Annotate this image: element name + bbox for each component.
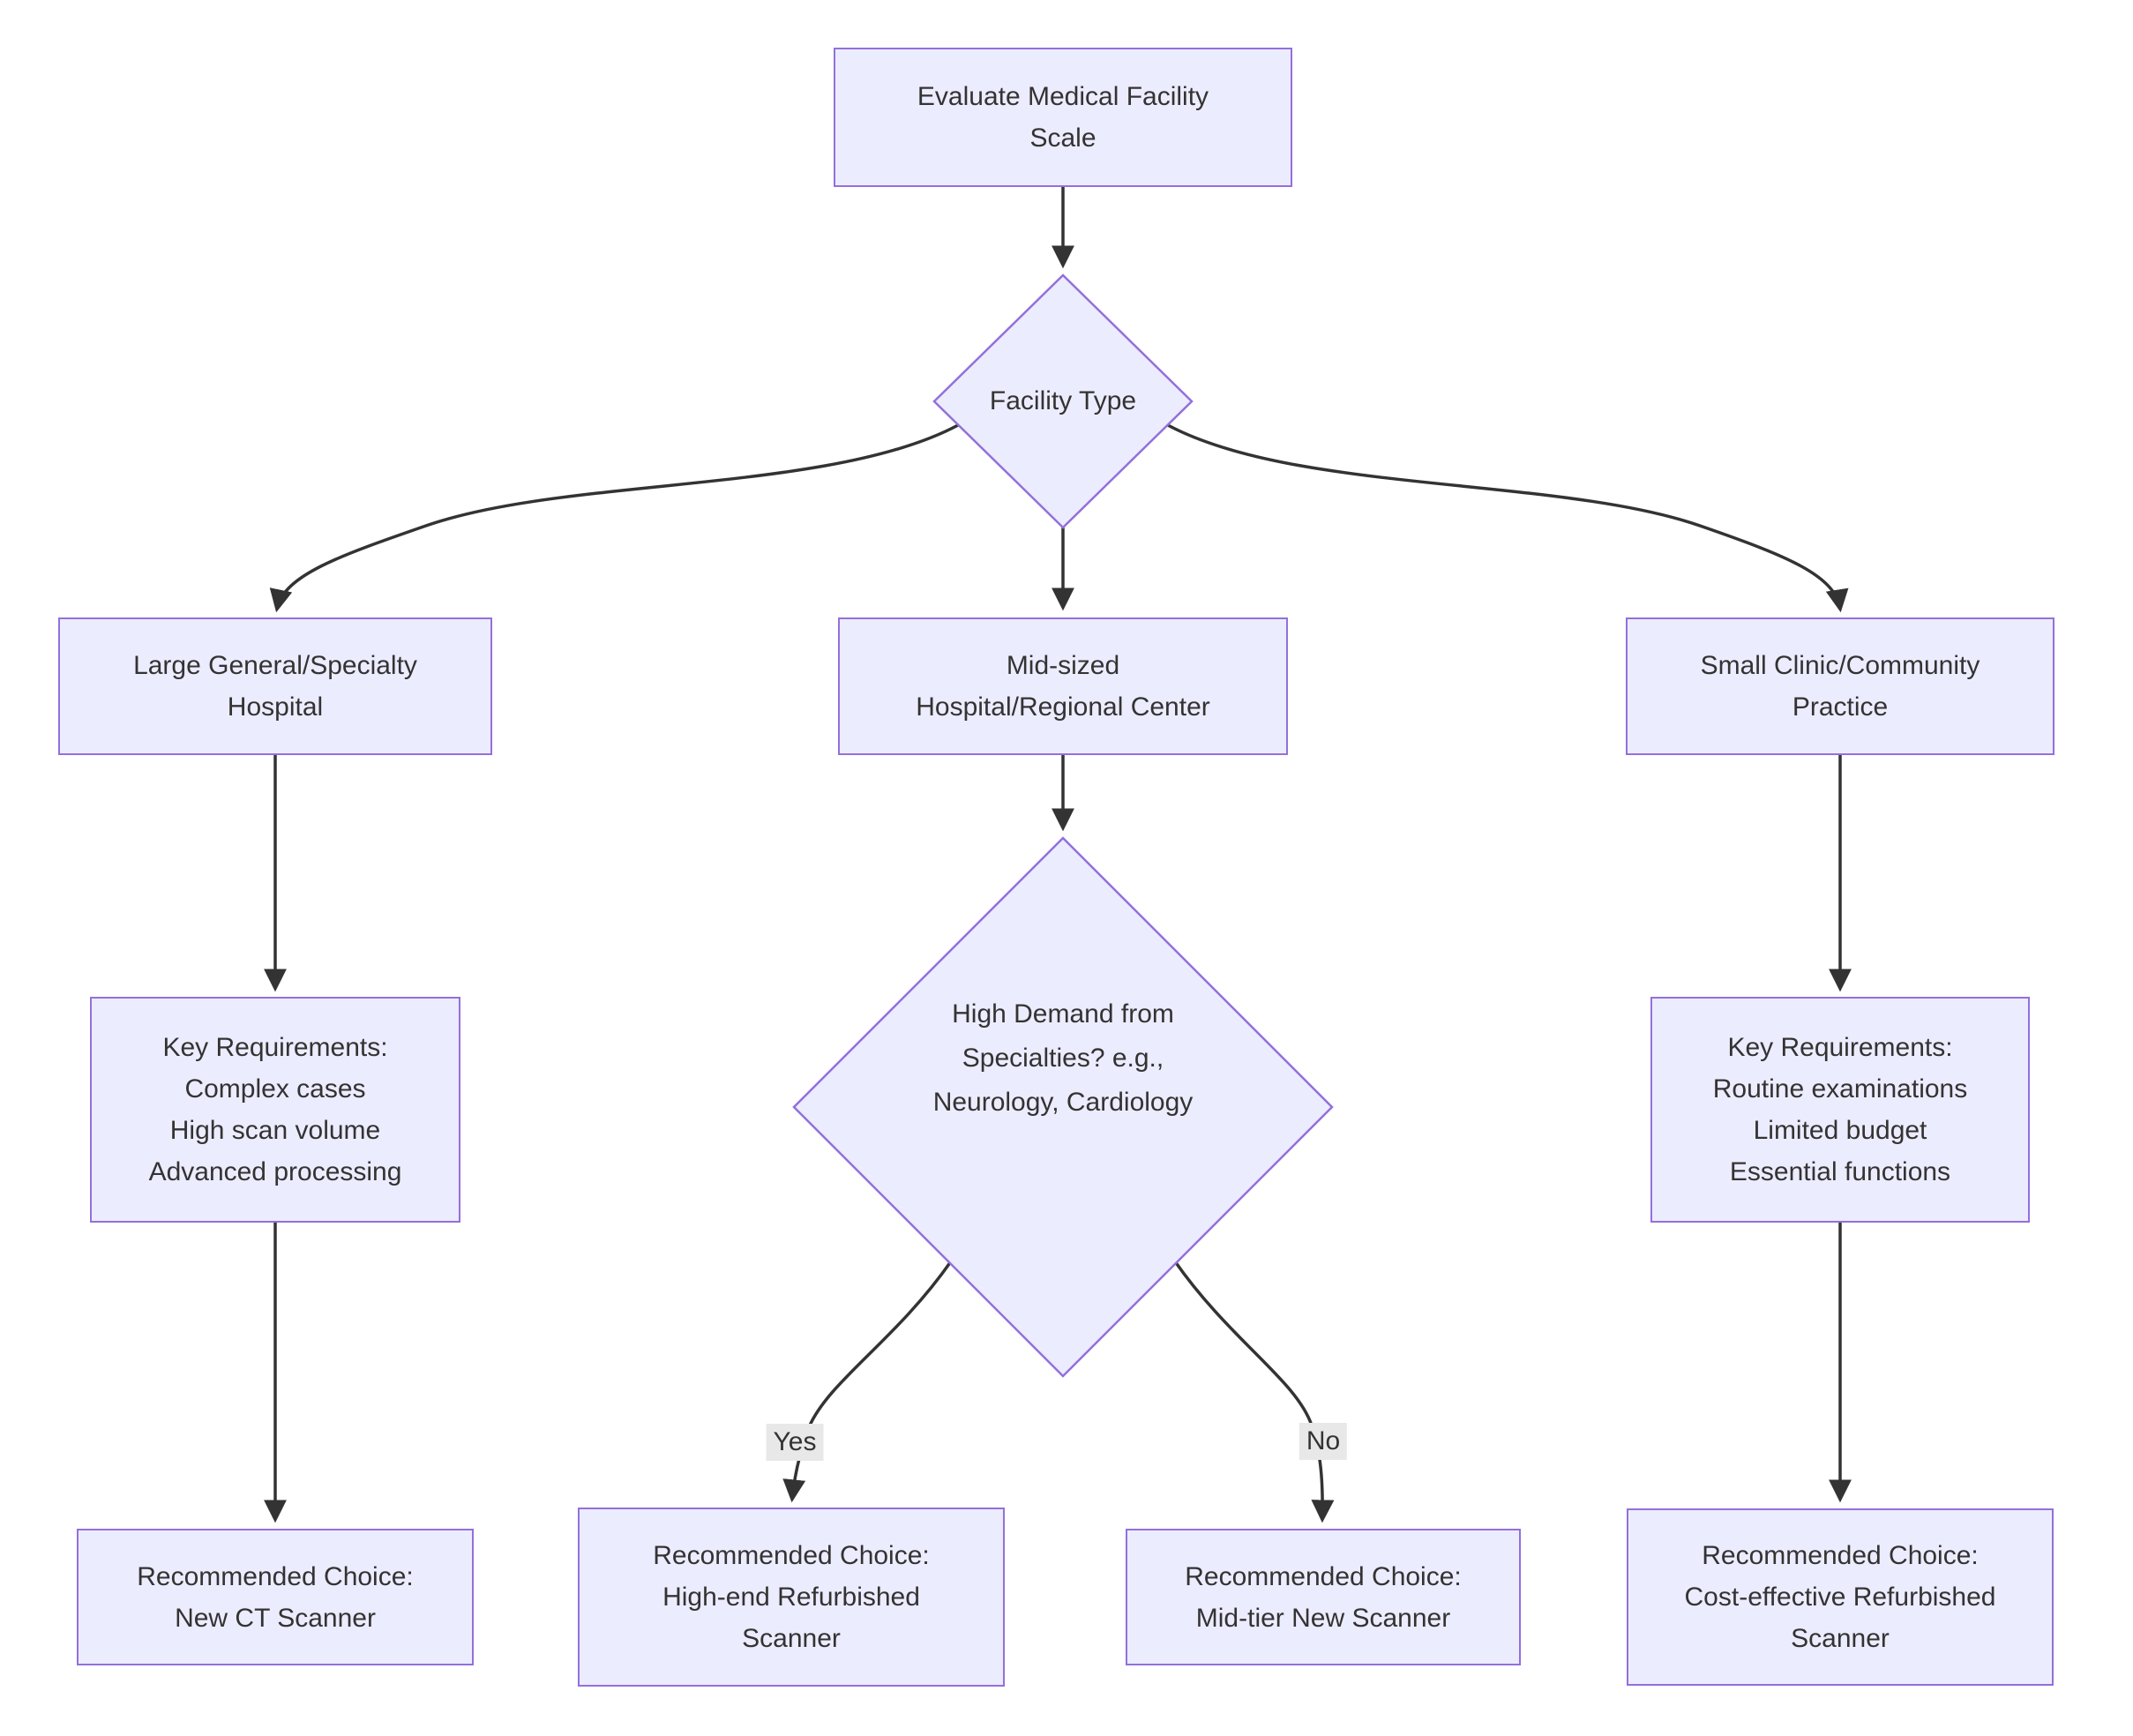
node-label-line: Cost-effective Refurbished (1684, 1583, 1996, 1612)
node-label-line: Recommended Choice: (1185, 1561, 1462, 1591)
edge-label-no: No (1299, 1423, 1348, 1460)
node-label-line: Scanner (1791, 1624, 1890, 1653)
node-label-line: Advanced processing (148, 1157, 402, 1186)
diamond-high-demand (792, 836, 1334, 1378)
node-label-line: Practice (1792, 692, 1889, 722)
node-label-line: Limited budget (1753, 1116, 1927, 1145)
node-recommended-new-ct-scanner: Recommended Choice: New CT Scanner (77, 1529, 474, 1665)
node-label-line: New CT Scanner (175, 1603, 376, 1633)
node-recommended-cost-effective-refurbished-scanner: Recommended Choice: Cost-effective Refur… (1627, 1508, 2054, 1686)
node-label-line: Hospital (227, 692, 324, 722)
node-label-line: Hospital/Regional Center (916, 692, 1210, 722)
node-label-line: High scan volume (169, 1116, 381, 1145)
node-large-general-specialty-hospital: Large General/Specialty Hospital (58, 617, 492, 755)
node-recommended-high-end-refurbished-scanner: Recommended Choice: High-end Refurbished… (578, 1508, 1005, 1687)
node-label-line: Recommended Choice: (137, 1561, 414, 1591)
edge-high-demand-no-to-rec-mid-tier (1173, 1260, 1335, 1523)
node-mid-sized-hospital-regional-center: Mid-sized Hospital/Regional Center (838, 617, 1288, 755)
node-label-line: Key Requirements: (162, 1033, 388, 1062)
node-label-line: Recommended Choice: (1702, 1541, 1979, 1570)
node-recommended-mid-tier-new-scanner: Recommended Choice: Mid-tier New Scanner (1126, 1529, 1521, 1665)
node-label-line: Recommended Choice: (653, 1541, 930, 1570)
edge-facility-type-to-small-clinic (1167, 423, 1849, 613)
node-evaluate-medical-facility-scale: Evaluate Medical Facility Scale (834, 48, 1292, 187)
node-label-line: Scanner (742, 1624, 841, 1653)
node-label-line: Mid-tier New Scanner (1195, 1603, 1451, 1633)
node-label-line: Mid-sized (1006, 651, 1120, 680)
node-label-line: Large General/Specialty (133, 651, 417, 680)
node-small-clinic-community-practice: Small Clinic/Community Practice (1626, 617, 2054, 755)
node-label-line: Essential functions (1729, 1157, 1951, 1186)
node-label-line: Key Requirements: (1727, 1033, 1953, 1062)
node-key-requirements-small: Key Requirements: Routine examinations L… (1650, 997, 2030, 1223)
edge-label-yes: Yes (766, 1424, 824, 1461)
node-label-line: Scale (1029, 123, 1096, 153)
edge-facility-type-to-large-hospital (269, 423, 959, 613)
node-label-line: Small Clinic/Community (1700, 651, 1980, 680)
edge-high-demand-yes-to-rec-high-end (782, 1260, 953, 1503)
node-label-line: Routine examinations (1712, 1074, 1968, 1104)
diamond-facility-type (932, 273, 1194, 529)
node-label-line: High-end Refurbished (662, 1583, 920, 1612)
node-key-requirements-large: Key Requirements: Complex cases High sca… (90, 997, 460, 1223)
node-label-line: Evaluate Medical Facility (917, 82, 1209, 111)
node-label-line: Complex cases (184, 1074, 366, 1104)
